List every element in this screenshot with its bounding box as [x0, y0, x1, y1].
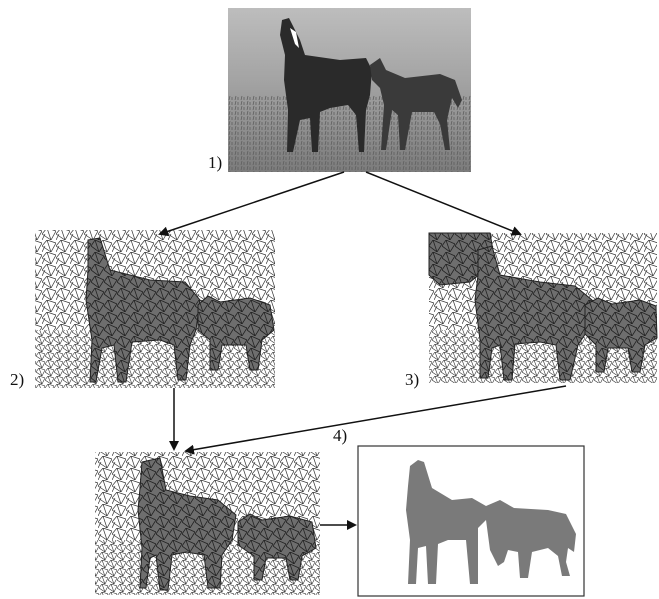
superpixel-map-b — [428, 232, 658, 383]
horses-silhouette — [406, 460, 576, 584]
step-label-4: 4) — [333, 426, 347, 445]
foal-superpixels — [584, 297, 658, 373]
arrow-1-to-3 — [365, 171, 522, 236]
segmentation-result — [357, 445, 585, 597]
arrow-1-to-2 — [158, 171, 345, 237]
step-label-2: 2) — [10, 370, 24, 389]
foal-superpixels — [197, 295, 275, 371]
step-label-3: 3) — [405, 370, 419, 389]
foal-superpixels — [237, 513, 317, 581]
foal-figure — [370, 58, 462, 150]
mare-superpixels — [85, 237, 201, 383]
merged-superpixel-map — [95, 452, 320, 595]
flow-arrows — [158, 171, 567, 530]
step-label-1: 1) — [208, 153, 222, 172]
mare-figure — [280, 18, 372, 152]
arrow-3-to-merge — [184, 385, 567, 455]
mare-superpixels — [474, 245, 593, 381]
mare-superpixels — [137, 457, 237, 591]
original-photo — [228, 8, 471, 172]
superpixel-map-a — [35, 230, 275, 388]
mare-blaze — [290, 28, 299, 48]
